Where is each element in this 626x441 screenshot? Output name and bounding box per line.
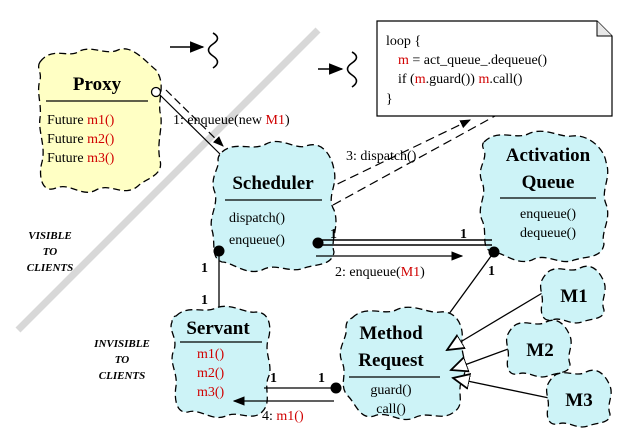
loop-line-2: m = act_queue_.dequeue() (398, 53, 547, 68)
scheduler-title: Scheduler (232, 173, 314, 194)
scheduler-method-enqueue: enqueue() (229, 233, 285, 248)
proxy-method-m1: Future m1() (47, 113, 115, 128)
servant-title: Servant (186, 318, 250, 339)
multiplicity-servant-request-right: 1 (318, 371, 325, 386)
proxy-title: Proxy (73, 74, 122, 95)
visibility-divider (15, 27, 321, 333)
servant-request-aggregation-dot (330, 382, 342, 394)
servant-method-m1: m1() (197, 347, 225, 362)
loop-line-1: loop { (386, 34, 421, 49)
activation-queue-cloud: Activation Queue enqueue() dequeue() (479, 130, 609, 263)
note-connector-dashed (332, 115, 496, 206)
method-request-cloud: Method Request guard() call() (339, 306, 466, 421)
m2-label: M2 (526, 340, 553, 361)
invisible-label-line3: CLIENTS (99, 370, 145, 382)
invisible-label-line2: TO (115, 354, 130, 366)
loop-line-4: } (386, 92, 393, 107)
m1-label: M1 (560, 286, 587, 307)
servant-method-m2: m2() (197, 366, 225, 381)
scheduler-servant-aggregation-dot (213, 245, 225, 257)
proxy-method-m3: Future m3() (47, 151, 115, 166)
message-call: 4: m1() (262, 409, 304, 424)
m2-cloud: M2 (505, 319, 572, 378)
scheduler-queue-link (318, 239, 492, 246)
visible-label-line2: TO (43, 246, 58, 258)
m3-inherits-arrow (453, 378, 550, 399)
queue-request-link (445, 251, 495, 319)
activation-queue-title-line1: Activation (506, 145, 591, 166)
scheduler-queue-aggregation-dot (312, 237, 324, 249)
multiplicity-servant-request-left: 1 (270, 371, 277, 386)
method-request-guard: guard() (370, 383, 412, 398)
scheduler-cloud: Scheduler dispatch() enqueue() (210, 140, 337, 273)
message-enqueue-new: 1: enqueue(new M1) (173, 113, 290, 128)
message-enqueue: 2: enqueue(M1) (335, 265, 425, 280)
multiplicity-queue-request: 1 (488, 264, 495, 279)
scheduler-loop-note: loop { m = act_queue_.dequeue() if (m.gu… (376, 20, 613, 117)
queue-request-aggregation-dot (488, 246, 500, 258)
scheduler-method-dispatch: dispatch() (229, 211, 285, 226)
multiplicity-sched-queue-left: 1 (330, 227, 337, 242)
multiplicity-sched-servant-bottom: 1 (201, 293, 208, 308)
method-request-title-line1: Method (359, 323, 423, 344)
visible-to-clients-label: VISIBLE TO CLIENTS (27, 230, 73, 274)
invisible-label-line1: INVISIBLE (93, 338, 150, 350)
proxy-cloud: Proxy Future m1() Future m2() Future m3(… (37, 48, 162, 193)
m3-label: M3 (565, 390, 592, 411)
proxy-scheduler-link (150, 86, 224, 157)
multiplicity-sched-queue-right: 1 (460, 227, 467, 242)
activation-queue-title-line2: Queue (522, 172, 575, 193)
thread-icon-upper (170, 32, 219, 69)
loop-line-3: if (m.guard()) m.call() (398, 72, 523, 87)
visible-label-line1: VISIBLE (28, 230, 71, 242)
thread-icon-lower (318, 51, 358, 88)
m3-cloud: M3 (545, 369, 612, 428)
m2-inherits-arrow (451, 347, 512, 370)
servant-cloud: Servant m1() m2() m3() (170, 305, 271, 419)
proxy-method-m2: Future m2() (47, 132, 115, 147)
dispatch-dashed-arrow (324, 119, 471, 191)
visible-label-line3: CLIENTS (27, 262, 73, 274)
method-request-title-line2: Request (358, 350, 424, 371)
queue-method-enqueue: enqueue() (520, 207, 576, 222)
method-request-call: call() (376, 402, 406, 417)
message-dispatch: 3: dispatch() (346, 149, 417, 164)
invisible-to-clients-label: INVISIBLE TO CLIENTS (93, 338, 150, 382)
multiplicity-sched-servant-top: 1 (201, 261, 208, 276)
queue-method-dequeue: dequeue() (520, 226, 576, 241)
m1-cloud: M1 (539, 265, 606, 324)
m1-inherits-arrow (447, 291, 545, 350)
servant-method-m3: m3() (197, 385, 225, 400)
